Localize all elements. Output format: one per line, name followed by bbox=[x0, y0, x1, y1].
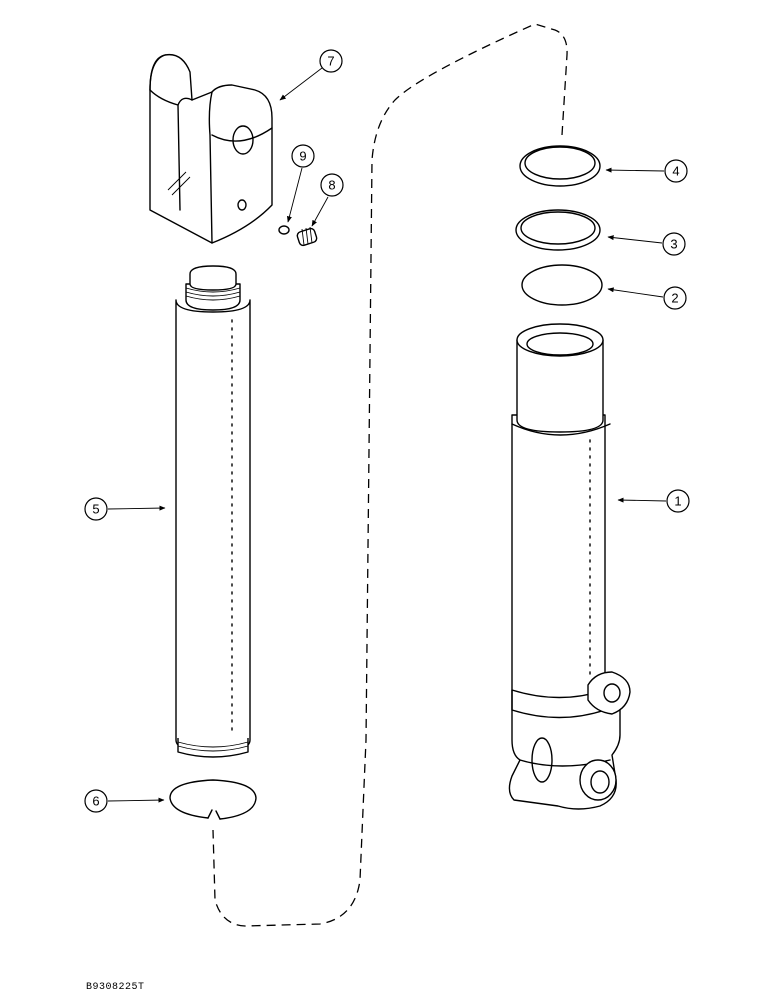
retaining-ring bbox=[169, 779, 257, 820]
callout-5-number: 5 bbox=[92, 502, 99, 517]
wear-ring bbox=[519, 145, 601, 187]
callout-4-number: 4 bbox=[672, 164, 679, 179]
callout-7-number: 7 bbox=[327, 54, 334, 69]
callout-9: 9 bbox=[286, 144, 315, 223]
figure-id: B9308225T bbox=[86, 982, 145, 993]
cylinder-barrel bbox=[508, 323, 631, 810]
callout-8: 8 bbox=[311, 173, 344, 227]
callout-1: 1 bbox=[617, 489, 690, 513]
callout-3: 3 bbox=[607, 232, 686, 256]
ball bbox=[278, 225, 290, 235]
callout-2-number: 2 bbox=[671, 291, 678, 306]
callout-4: 4 bbox=[605, 159, 688, 183]
callout-7: 7 bbox=[279, 49, 343, 101]
callout-8-number: 8 bbox=[328, 178, 335, 193]
backup-ring bbox=[515, 209, 601, 251]
o-ring bbox=[521, 264, 603, 306]
piston-rod bbox=[175, 265, 251, 758]
callout-9-number: 9 bbox=[299, 149, 306, 164]
assembly-guide-line bbox=[212, 23, 568, 927]
callout-6-number: 6 bbox=[92, 794, 99, 809]
callout-6: 6 bbox=[84, 789, 165, 813]
callout-3-number: 3 bbox=[670, 237, 677, 252]
rod-end-clevis bbox=[149, 53, 273, 244]
callout-5: 5 bbox=[84, 497, 166, 521]
set-screw bbox=[296, 226, 318, 247]
callout-2: 2 bbox=[607, 286, 687, 310]
callout-1-number: 1 bbox=[674, 494, 681, 509]
